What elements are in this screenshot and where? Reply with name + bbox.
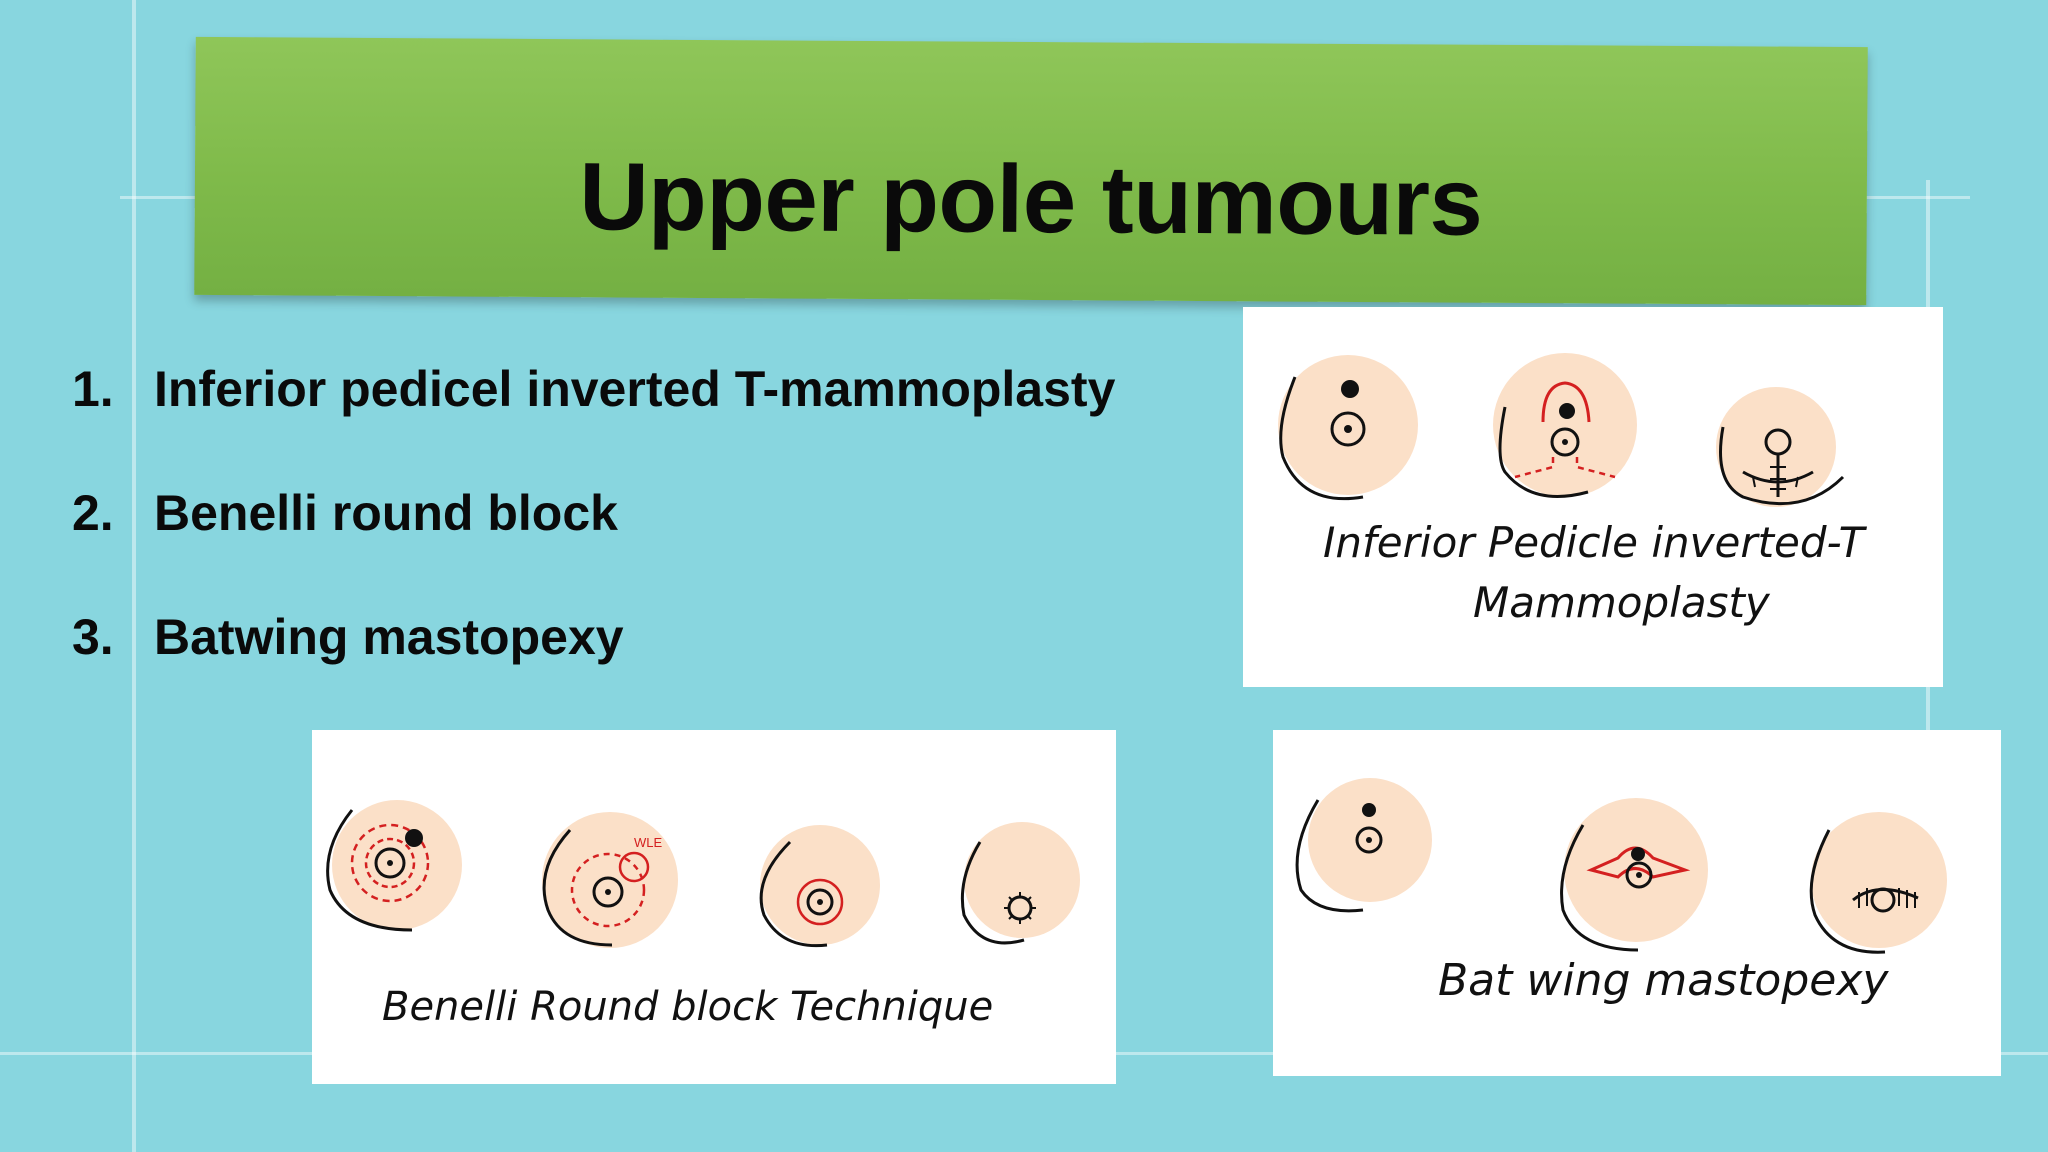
benelli-caption: Benelli Round block Technique — [382, 984, 993, 1030]
title-banner: Upper pole tumours — [194, 36, 1868, 306]
suture-marks — [1752, 466, 1799, 490]
breast-contour — [1719, 426, 1845, 506]
tumour-dot — [1362, 803, 1376, 817]
breast-contour — [1498, 406, 1589, 498]
technique-list: 1. Inferior pedicel inverted T-mammoplas… — [72, 360, 1115, 732]
breast-outline — [964, 822, 1080, 938]
breast-contour — [1295, 799, 1364, 913]
nipple-areola — [374, 847, 406, 879]
tumour-dot — [1559, 403, 1575, 419]
nipple — [605, 889, 611, 895]
benelli-diagram: WLE Benelli Round block Technique — [312, 730, 1116, 1084]
inferior-pedicle-diagram: Inferior Pedicle inverted-T Mammoplasty — [1243, 307, 1943, 687]
breast-outline — [542, 812, 678, 948]
breast-contour — [960, 841, 1025, 945]
list-text: Benelli round block — [154, 485, 618, 541]
batwing-diagram: Bat wing mastopexy — [1273, 730, 2001, 1076]
breast-contour — [1809, 829, 1886, 954]
list-number: 3. — [72, 609, 114, 665]
breast-outline — [332, 800, 462, 930]
nipple-areola — [592, 876, 624, 908]
benelli-sketch: WLE Benelli Round block Technique — [326, 800, 1080, 1030]
inner-periareolar-incision — [364, 837, 416, 889]
tumour-dot — [1631, 847, 1645, 861]
decorative-border-left — [132, 0, 136, 1152]
nipple-areola — [1625, 861, 1653, 889]
nipple — [387, 860, 393, 866]
breast-outline — [760, 825, 880, 945]
wle-annotation: WLE — [634, 835, 663, 850]
list-text: Batwing mastopexy — [154, 609, 624, 665]
nipple-areola — [1870, 887, 1896, 913]
batwing-caption: Bat wing mastopexy — [1438, 955, 1889, 1006]
nipple — [817, 899, 823, 905]
list-item: 2. Benelli round block — [72, 484, 1115, 608]
tumour-dot — [405, 829, 423, 847]
list-text: Inferior pedicel inverted T-mammoplasty — [154, 361, 1116, 417]
periareolar-incision — [570, 852, 646, 928]
breast-contour — [1279, 376, 1364, 501]
breast-contour — [759, 840, 828, 948]
pedicle-markings — [1514, 457, 1616, 479]
nipple-areola — [1550, 427, 1580, 457]
caption-line-2: Mammoplasty — [1473, 578, 1771, 627]
breast-contour — [326, 809, 413, 932]
nipple-areola — [806, 888, 834, 916]
breast-contour — [1560, 824, 1639, 952]
list-number: 2. — [72, 485, 114, 541]
inferior-pedicle-sketch: Inferior Pedicle inverted-T Mammoplasty — [1278, 353, 1868, 627]
nipple — [1366, 837, 1372, 843]
suture-marks — [1858, 888, 1916, 908]
list-item: 3. Batwing mastopexy — [72, 608, 1115, 732]
tumour-dot — [1341, 380, 1359, 398]
batwing-sketch: Bat wing mastopexy — [1295, 778, 1947, 1006]
nipple — [1344, 425, 1352, 433]
caption-line-1: Inferior Pedicle inverted-T — [1323, 518, 1868, 567]
nipple — [1636, 872, 1642, 878]
slide-title: Upper pole tumours — [578, 143, 1483, 256]
nipple-areola — [1330, 411, 1366, 447]
breast-contour — [542, 828, 613, 947]
breast-outline — [1493, 353, 1637, 497]
suture-marks — [1004, 892, 1036, 924]
list-item: 1. Inferior pedicel inverted T-mammoplas… — [72, 360, 1115, 484]
breast-outline — [1811, 812, 1947, 948]
nipple — [1562, 439, 1568, 445]
purse-string-suture — [796, 878, 844, 926]
nipple-areola — [1355, 826, 1383, 854]
excision-site — [618, 851, 650, 883]
outer-periareolar-incision — [350, 823, 430, 903]
list-number: 1. — [72, 361, 114, 417]
incision-line — [1541, 381, 1591, 423]
